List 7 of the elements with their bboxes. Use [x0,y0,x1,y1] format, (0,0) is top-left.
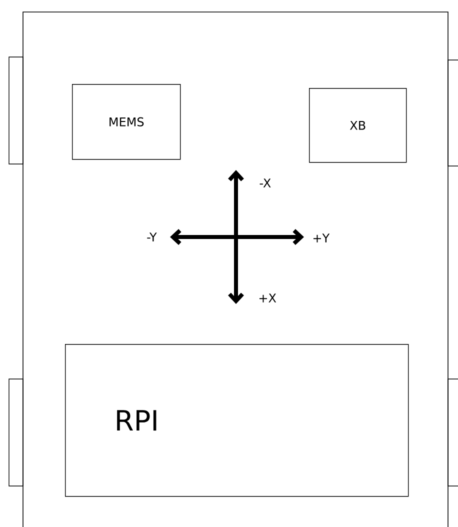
axis-label: -X [260,178,271,188]
axis-label: +Y [313,234,330,242]
component-box: MEMS [72,84,181,160]
axis-label: -Y [147,232,157,242]
component-box: XB [309,88,407,163]
component-box: RPI [65,344,409,497]
axis-label: +X [259,294,276,302]
